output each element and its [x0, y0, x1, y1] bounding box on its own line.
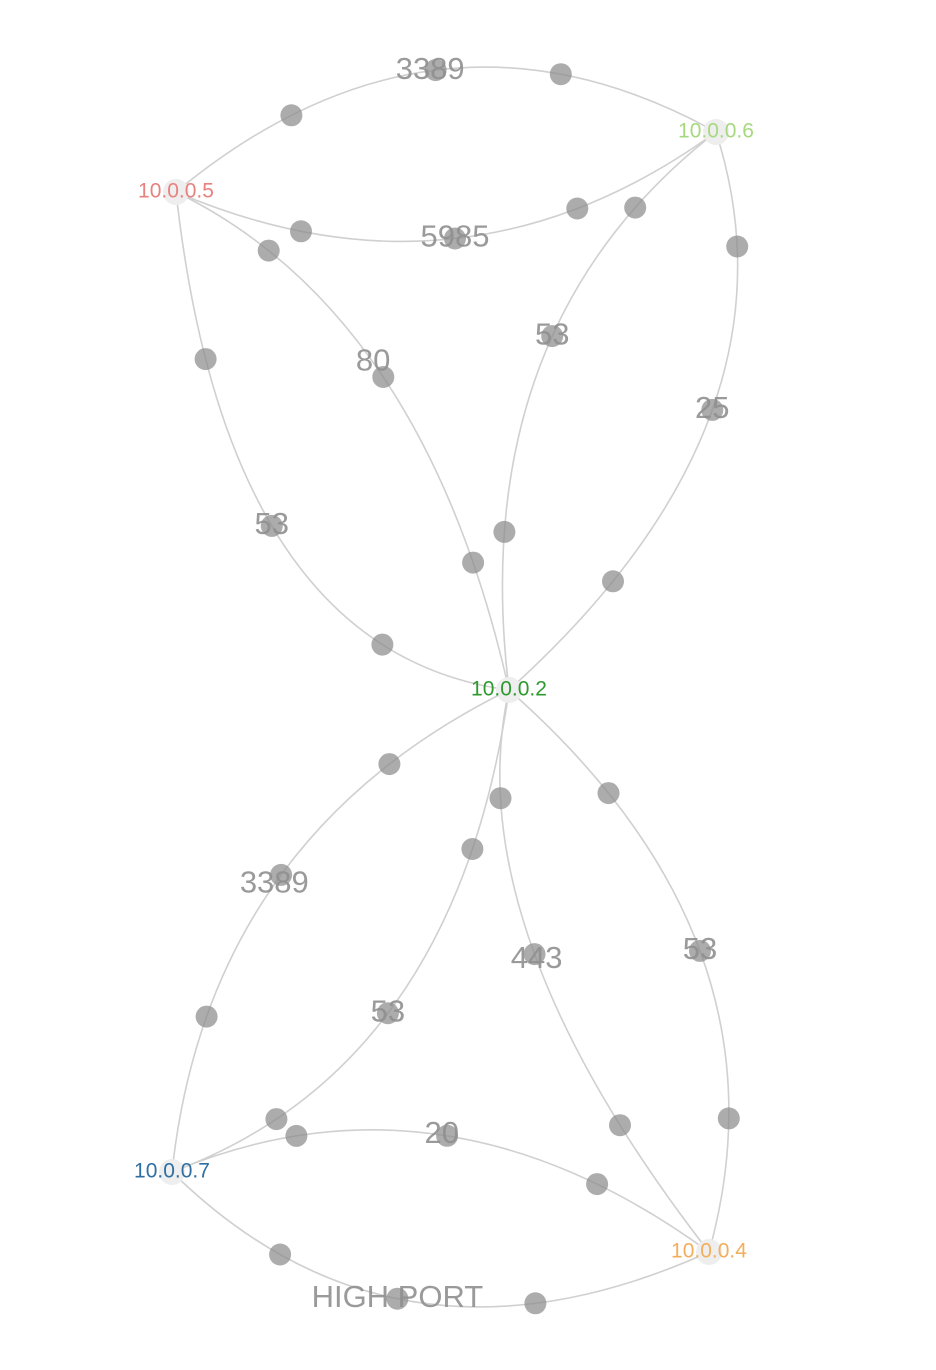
node-marker[interactable]: [159, 1159, 185, 1185]
node-10-0-0-5[interactable]: 10.0.0.5: [138, 179, 214, 205]
node-10-0-0-4[interactable]: 10.0.0.4: [671, 1239, 747, 1265]
edge-6-2-53-particle-1: [624, 196, 647, 219]
edge-7-4-20-port-label: 20: [425, 1115, 459, 1150]
node-label: 10.0.0.7: [134, 1160, 210, 1183]
edge-6-2-53-particle-3: [493, 520, 516, 543]
edge-2-4-53-particle-1: [597, 782, 620, 805]
edge-6-2-25-particle-2: [701, 398, 724, 421]
edge-2-4-53-particle-2: [689, 939, 711, 962]
edge-6-2-53-particle-2: [541, 325, 564, 348]
edge-7-4-20-particle-1: [285, 1124, 308, 1147]
edge-7-4-high-port: [171, 1171, 710, 1308]
edge-5-6-5985-port-label: 5985: [421, 219, 490, 254]
edge-2-7-53-particle-2: [376, 1002, 399, 1025]
edge-7-4-20-particle-2: [436, 1124, 459, 1147]
edge-2-7-3389-particle-3: [195, 1005, 218, 1028]
node-label: 10.0.0.6: [678, 120, 754, 143]
edge-2-7-53-particle-3: [265, 1108, 288, 1131]
node-10-0-0-7[interactable]: 10.0.0.7: [134, 1159, 210, 1185]
edge-5-2-80-particle-1: [257, 239, 280, 262]
edge-2-7-3389-port-label: 3389: [240, 865, 309, 900]
edge-6-2-53: [501, 131, 717, 691]
edge-7-4-high-port-port-label: HIGH PORT: [312, 1279, 484, 1314]
edge-6-2-25-particle-3: [602, 570, 624, 593]
edge-2-4-443-particle-2: [523, 943, 546, 966]
edge-7-4-high-port-particle-3: [524, 1292, 547, 1315]
edge-5-6-5985-particle-3: [566, 197, 589, 220]
edge-2-4-443-port-label: 443: [511, 940, 563, 975]
edge-5-2-53: [175, 191, 510, 691]
node-marker[interactable]: [703, 119, 729, 145]
edge-5-2-53-port-label: 53: [255, 506, 289, 541]
node-label: 10.0.0.2: [471, 678, 547, 701]
edge-5-6-3389-particle-1: [280, 104, 303, 127]
node-10-0-0-6[interactable]: 10.0.0.6: [678, 119, 754, 145]
edge-5-6-3389-port-label: 3389: [396, 51, 465, 86]
node-marker[interactable]: [496, 677, 522, 703]
edge-7-4-high-port-particle-1: [269, 1243, 292, 1266]
edge-5-2-80-particle-3: [462, 551, 485, 574]
edge-2-7-53-port-label: 53: [371, 993, 405, 1028]
edge-7-4-20-particle-3: [586, 1173, 609, 1196]
node-10-0-0-2[interactable]: 10.0.0.2: [471, 677, 547, 703]
node-marker[interactable]: [696, 1239, 722, 1265]
edge-5-2-80: [175, 191, 510, 691]
edge-5-2-53-particle-2: [260, 514, 283, 537]
edge-2-4-53-particle-3: [717, 1107, 740, 1130]
edge-6-2-25-particle-1: [726, 235, 749, 258]
edge-5-2-80-particle-2: [372, 366, 395, 388]
edge-5-6-3389-particle-3: [549, 63, 572, 86]
edge-2-7-3389-particle-2: [270, 863, 293, 886]
edge-6-2-25-port-label: 25: [695, 390, 729, 425]
node-label: 10.0.0.5: [138, 180, 214, 203]
edge-5-6-3389-particle-2: [424, 59, 447, 82]
edge-2-7-53: [171, 689, 510, 1173]
edge-5-6-5985-particle-2: [444, 227, 466, 250]
edge-2-7-53-particle-1: [461, 838, 484, 860]
node-marker[interactable]: [163, 179, 189, 205]
edge-5-2-53-particle-1: [194, 348, 217, 371]
nodes-layer: 10.0.0.5 10.0.0.6 10.0.0.2 10.0.0.7 10.0.0.4: [134, 119, 754, 1265]
edge-2-7-3389: [171, 689, 510, 1173]
edge-5-6-5985-particle-1: [290, 220, 312, 243]
edge-2-7-3389-particle-1: [378, 753, 401, 776]
edge-2-4-443-particle-3: [609, 1114, 631, 1137]
edge-5-2-53-particle-3: [371, 633, 394, 656]
edge-2-4-53-port-label: 53: [683, 931, 717, 966]
edge-5-2-80-port-label: 80: [356, 342, 390, 377]
node-label: 10.0.0.4: [671, 1240, 747, 1263]
particles-layer: [194, 59, 749, 1315]
edge-6-2-53-port-label: 53: [535, 316, 569, 351]
edge-2-4-443-particle-1: [489, 787, 512, 810]
edge-7-4-high-port-particle-2: [386, 1287, 409, 1310]
